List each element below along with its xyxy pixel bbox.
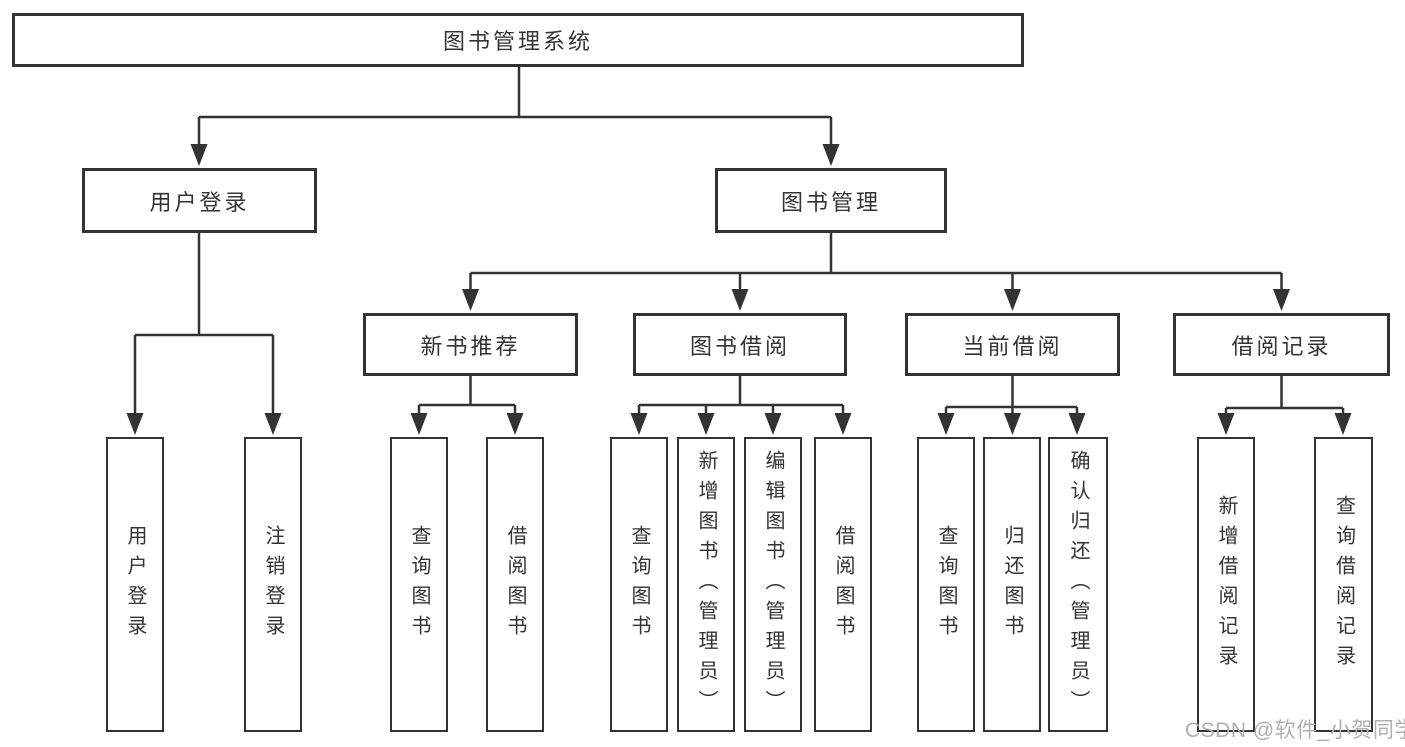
leaf-borrowing-add-books-admin: 新增图书（管理员） [677, 437, 735, 732]
leaf-current-return-books: 归还图书 [983, 437, 1041, 732]
leaf-borrowing-borrow-books: 借阅图书 [814, 437, 872, 732]
leaf-newbook-query-books: 查询图书 [390, 437, 448, 732]
node-current-borrowing: 当前借阅 [905, 313, 1120, 376]
leaf-user-login: 用户登录 [106, 437, 164, 732]
leaf-borrowing-query-books: 查询图书 [610, 437, 668, 732]
branch-book-mgmt [469, 233, 1283, 291]
branch-root [197, 67, 833, 146]
node-new-book-recommend: 新书推荐 [363, 313, 578, 376]
branch-current [944, 376, 1079, 415]
node-book-management-module: 图书管理 [715, 168, 947, 233]
leaf-records-add-record: 新增借阅记录 [1197, 437, 1255, 732]
csdn-watermark: CSDN @软件_小贺同学 [1185, 719, 1405, 742]
leaf-logout: 注销登录 [244, 437, 302, 732]
leaf-current-confirm-return-admin: 确认归还（管理员） [1048, 437, 1108, 732]
branch-borrowing [637, 376, 845, 415]
node-borrow-records: 借阅记录 [1173, 313, 1390, 376]
node-root-system: 图书管理系统 [12, 13, 1024, 67]
branch-user-login [133, 233, 275, 414]
leaf-newbook-borrow-books: 借阅图书 [486, 437, 544, 732]
branch-new-books [417, 376, 517, 415]
node-book-borrowing: 图书借阅 [633, 313, 847, 376]
leaf-borrowing-edit-books-admin: 编辑图书（管理员） [744, 437, 802, 732]
node-user-login-module: 用户登录 [82, 168, 317, 233]
branch-records [1224, 376, 1345, 416]
arrowheads [126, 144, 1352, 435]
leaf-current-query-books: 查询图书 [917, 437, 975, 732]
leaf-records-query-record: 查询借阅记录 [1314, 437, 1373, 732]
